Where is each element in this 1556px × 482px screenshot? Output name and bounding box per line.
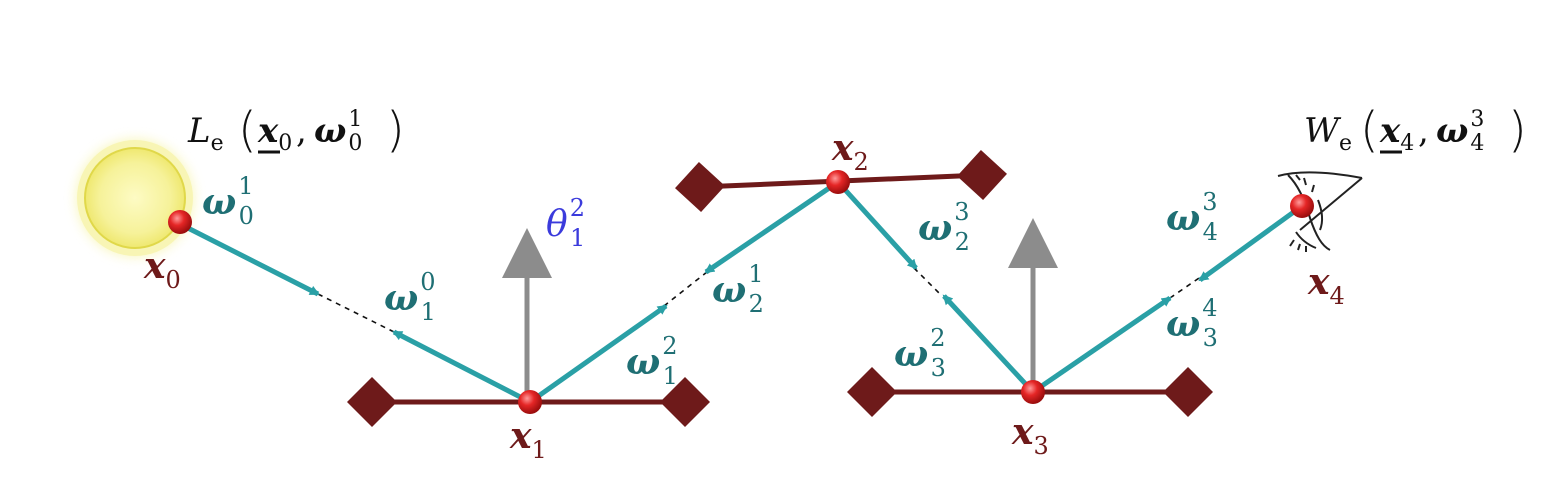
label-x3: x3 — [1011, 411, 1049, 460]
eye-sensor-icon — [1277, 171, 1363, 252]
svg-text:): ) — [1508, 102, 1527, 158]
vertex-labels: x0 x1 x2 x3 x4 — [143, 127, 1345, 464]
emission-light-fn: L — [187, 111, 211, 151]
svg-text:x0: x0 — [257, 111, 292, 156]
dash-x3-x4 — [1169, 275, 1203, 299]
svg-text:(: ( — [238, 102, 257, 158]
ray-w21 — [704, 179, 840, 275]
label-x4: x4 — [1307, 261, 1345, 310]
dash-x0-x1 — [317, 293, 399, 335]
ray-w43 — [1198, 203, 1304, 283]
emission-sensor-fn: W — [1304, 111, 1342, 151]
svg-text:We: We — [1304, 111, 1352, 156]
svg-text:(: ( — [1360, 102, 1379, 158]
svg-text:x4: x4 — [1379, 111, 1414, 156]
light-sun-icon — [84, 147, 186, 249]
normals — [502, 218, 1058, 400]
vertex-x3 — [1021, 380, 1045, 404]
svg-text:): ) — [386, 102, 405, 158]
label-x0: x0 — [143, 245, 181, 294]
dash-x1-x2 — [663, 267, 713, 307]
dash-x2-x3 — [913, 267, 941, 295]
ray-w10 — [392, 329, 532, 405]
dashed-connectors — [317, 267, 1203, 335]
rays — [178, 179, 1304, 405]
ray-w12 — [528, 303, 668, 405]
svg-text:,: , — [296, 111, 307, 151]
ray-w34 — [1031, 295, 1172, 395]
vertex-x0 — [168, 210, 192, 234]
ray-w01 — [178, 221, 320, 297]
svg-text:Le: Le — [187, 111, 224, 156]
vertices — [168, 170, 1314, 414]
label-x1: x1 — [509, 415, 547, 464]
vertex-x4 — [1290, 194, 1314, 218]
vertex-x1 — [518, 390, 542, 414]
label-x2: x2 — [831, 127, 869, 176]
ray-w23 — [836, 180, 918, 270]
svg-text:,: , — [1418, 111, 1429, 151]
vertex-x2 — [826, 170, 850, 194]
svg-text:ω34: ω34 — [1436, 107, 1484, 156]
svg-text:ω10: ω10 — [314, 107, 362, 156]
ray-w32 — [942, 294, 1035, 394]
light-source — [77, 140, 193, 256]
